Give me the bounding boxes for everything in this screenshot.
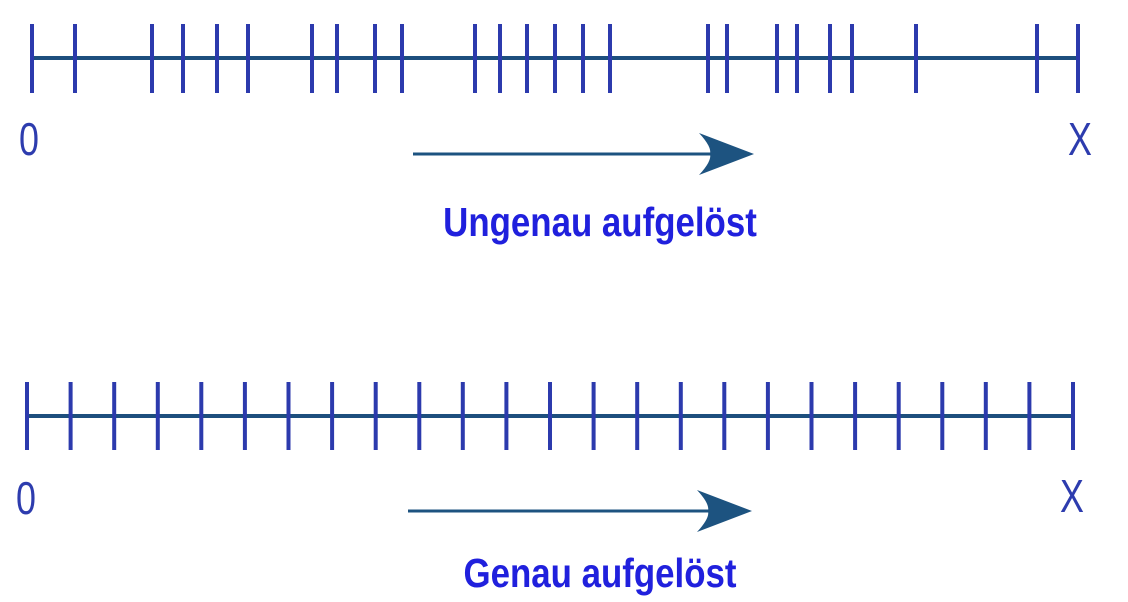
fine-ruler-end-label: X bbox=[1060, 470, 1084, 522]
fine-ruler-origin-label: 0 bbox=[16, 472, 36, 524]
arrow-head-icon bbox=[697, 490, 752, 532]
coarse-ruler-origin-label: 0 bbox=[19, 113, 39, 165]
arrow-head-icon bbox=[699, 133, 754, 175]
fine-ruler-caption: Genau aufgelöst bbox=[463, 550, 737, 596]
coarse-ruler-caption: Ungenau aufgelöst bbox=[443, 199, 757, 245]
coarse-ruler-end-label: X bbox=[1068, 113, 1092, 165]
coarse-ruler bbox=[30, 24, 1080, 175]
fine-ruler bbox=[25, 382, 1075, 532]
